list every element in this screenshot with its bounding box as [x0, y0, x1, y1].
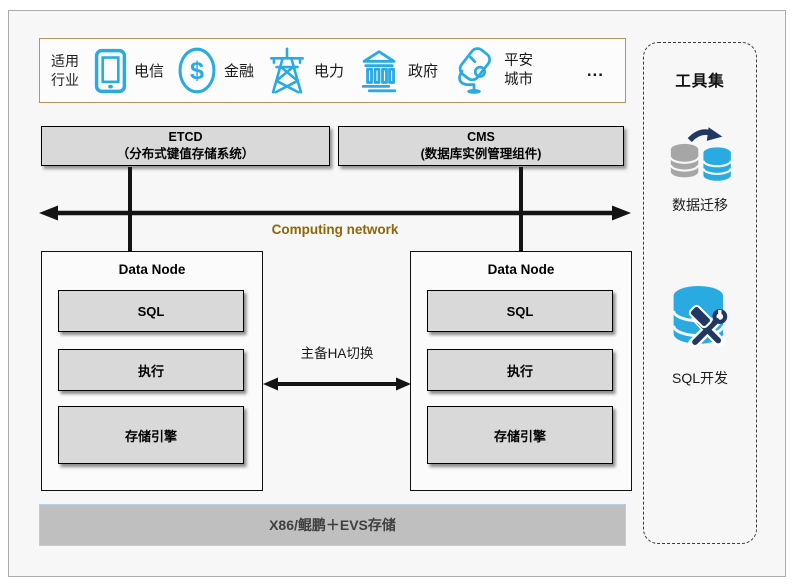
industry-item-power: 电力 [267, 47, 344, 94]
etcd-desc: （分布式键值存储系统） [116, 147, 255, 161]
industry-ellipsis: ... [586, 60, 604, 80]
data-node-primary: Data Node SQL 执行 存储引擎 [41, 251, 263, 491]
toolset-title: 工具集 [675, 73, 725, 90]
sql-dev-label: SQL开发 [671, 370, 728, 386]
layer-storage-engine: 存储引擎 [58, 406, 244, 464]
industry-label-finance: 金融 [224, 63, 255, 80]
cms-box: CMS (数据库实例管理组件) [338, 126, 624, 166]
toolset-panel: 工具集 数据迁移 [643, 42, 757, 544]
infrastructure-bar: X86/鲲鹏＋EVS存储 [39, 504, 626, 546]
industry-item-safe-city: 平安城市 [451, 46, 536, 96]
computing-network-arrow [39, 205, 631, 221]
industry-item-government: 政府 [357, 48, 438, 94]
svg-text:$: $ [190, 57, 204, 85]
computing-network-label: Computing network [271, 222, 399, 237]
layer-sql: SQL [58, 290, 244, 332]
industry-label-power: 电力 [314, 63, 345, 80]
industry-item-telecom: 电信 [94, 48, 164, 94]
cms-name: CMS [467, 130, 495, 145]
industry-label-telecom: 电信 [134, 63, 165, 80]
government-building-icon [357, 48, 401, 94]
industry-label-government: 政府 [408, 63, 439, 80]
etcd-connector-line [128, 167, 132, 252]
finance-dollar-icon: $ [177, 47, 217, 94]
layer-storage-engine: 存储引擎 [427, 406, 613, 464]
industry-item-finance: $ 金融 [177, 47, 254, 94]
data-node-title: Data Node [118, 262, 186, 277]
data-migration-label: 数据迁移 [672, 197, 728, 213]
sql-dev-icon [667, 281, 733, 357]
ha-switch-label: 主备HA切换 [300, 346, 374, 361]
infrastructure-label: X86/鲲鹏＋EVS存储 [269, 517, 396, 533]
data-node-standby: Data Node SQL 执行 存储引擎 [410, 251, 632, 491]
cms-connector-line [519, 167, 523, 252]
layer-execution: 执行 [427, 349, 613, 391]
ha-switch-arrow [263, 377, 411, 391]
etcd-name: ETCD [168, 130, 203, 145]
industry-panel-label: 适用行业 [51, 53, 79, 88]
phone-icon [94, 48, 127, 94]
cms-desc: (数据库实例管理组件) [420, 147, 542, 161]
city-camera-icon [451, 46, 497, 96]
data-migration-icon [664, 127, 736, 184]
industry-panel: 适用行业 电信 $ 金融 [39, 38, 626, 103]
layer-execution: 执行 [58, 349, 244, 391]
industry-label-safe-city: 平安城市 [504, 53, 534, 88]
data-node-title: Data Node [487, 262, 555, 277]
layer-sql: SQL [427, 290, 613, 332]
etcd-box: ETCD （分布式键值存储系统） [41, 126, 330, 166]
power-tower-icon [267, 47, 307, 94]
outer-frame: 适用行业 电信 $ 金融 [8, 10, 786, 577]
